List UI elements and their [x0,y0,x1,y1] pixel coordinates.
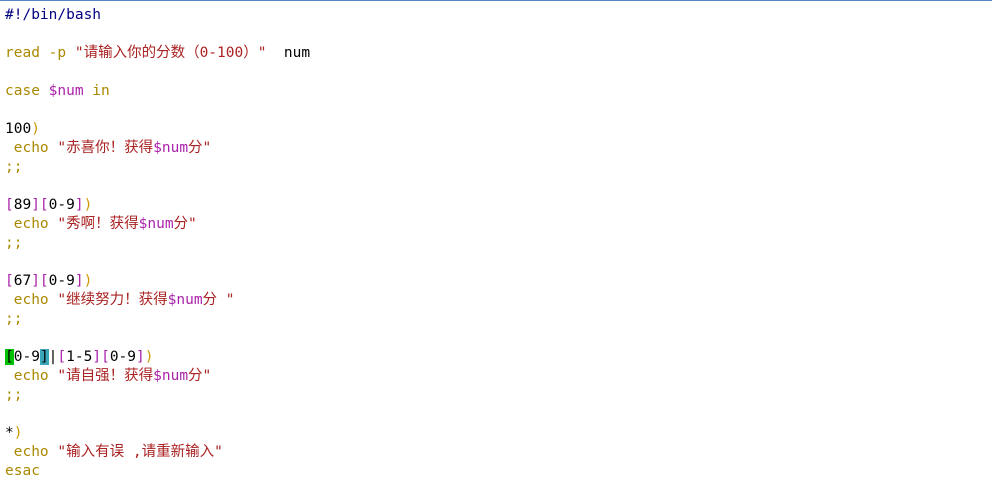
text-token: * [5,425,14,441]
matching-bracket: ] [39,349,49,365]
bracket-token: ][ [92,349,110,365]
variable-token: $num [48,83,84,99]
code-line[interactable]: *) [0,424,992,443]
keyword-token: echo [5,292,58,308]
string-token: "请输入你的分数（0-100）" [74,45,267,61]
keyword-token: ;; [5,387,23,403]
code-line[interactable]: ;; [0,310,992,329]
bracket-token: [ [57,349,67,365]
string-token: 分" [173,216,197,232]
code-line[interactable]: echo "秀啊！获得$num分" [0,215,992,234]
paren-token: ) [13,425,23,441]
string-token: "输入有误 ,请重新输入" [57,444,223,460]
string-token: "请自强！获得 [57,368,154,384]
string-token: 分" [188,140,212,156]
code-line[interactable]: ;; [0,158,992,177]
string-token: "秀啊！获得 [57,216,139,232]
bracket-token: ] [74,273,84,289]
code-line[interactable]: echo "赤喜你！获得$num分" [0,139,992,158]
string-token: 分" [188,368,212,384]
blank-line[interactable] [0,63,992,82]
code-line[interactable]: echo "输入有误 ,请重新输入" [0,443,992,462]
variable-token: $num [153,368,189,384]
keyword-token: echo [5,216,58,232]
variable-token: $num [153,140,189,156]
blank-line[interactable] [0,101,992,120]
bracket-token: ] [74,197,84,213]
text-token: 0-9 [48,273,75,289]
paren-token: ) [144,349,154,365]
blank-line[interactable] [0,405,992,424]
paren-token: ) [83,273,93,289]
keyword-token: echo [5,368,58,384]
code-line[interactable]: echo "请自强！获得$num分" [0,367,992,386]
string-token: "继续努力！获得 [57,292,168,308]
blank-line[interactable] [0,25,992,44]
variable-token: $num [138,216,174,232]
paren-token: ) [31,121,40,137]
keyword-token: ;; [5,235,23,251]
text-cursor: [ [5,349,14,365]
code-line[interactable]: case $num in [0,82,992,101]
text-token: num [266,45,311,61]
keyword-token: esac [5,463,40,479]
code-line[interactable]: 100) [0,120,992,139]
keyword-token: read -p [5,45,75,61]
blank-line[interactable] [0,177,992,196]
string-token: "赤喜你！获得 [57,140,154,156]
code-line[interactable]: #!/bin/bash [0,6,992,25]
code-line[interactable]: [67][0-9]) [0,272,992,291]
bracket-token: [ [5,197,14,213]
code-line[interactable]: echo "继续努力！获得$num分 " [0,291,992,310]
variable-token: $num [167,292,203,308]
keyword-token: echo [5,140,58,156]
text-token: | [48,349,58,365]
code-line[interactable]: read -p "请输入你的分数（0-100）" num [0,44,992,63]
keyword-token: ;; [5,159,23,175]
code-line[interactable]: esac [0,462,992,481]
text-token: 0-9 [109,349,137,365]
shebang-token: #!/bin/bash [5,7,102,23]
blank-line[interactable] [0,329,992,348]
string-token: 分 " [202,292,235,308]
text-token: 1-5 [66,349,93,365]
code-line[interactable]: [89][0-9]) [0,196,992,215]
bracket-token: ][ [31,197,49,213]
keyword-token: in [83,83,110,99]
code-line[interactable]: ;; [0,234,992,253]
keyword-token: case [5,83,49,99]
code-line[interactable]: ;; [0,386,992,405]
text-token: 0-9 [13,349,40,365]
keyword-token: echo [5,444,58,460]
paren-token: ) [83,197,93,213]
text-token: 0-9 [48,197,75,213]
code-line[interactable]: [0-9]|[1-5][0-9]) [0,348,992,367]
text-token: 89 [13,197,32,213]
bracket-token: [ [5,273,14,289]
keyword-token: ;; [5,311,23,327]
text-token: 100 [5,121,32,137]
blank-line[interactable] [0,253,992,272]
bracket-token: ][ [31,273,49,289]
text-token: 67 [13,273,32,289]
bracket-token: ] [136,349,145,365]
